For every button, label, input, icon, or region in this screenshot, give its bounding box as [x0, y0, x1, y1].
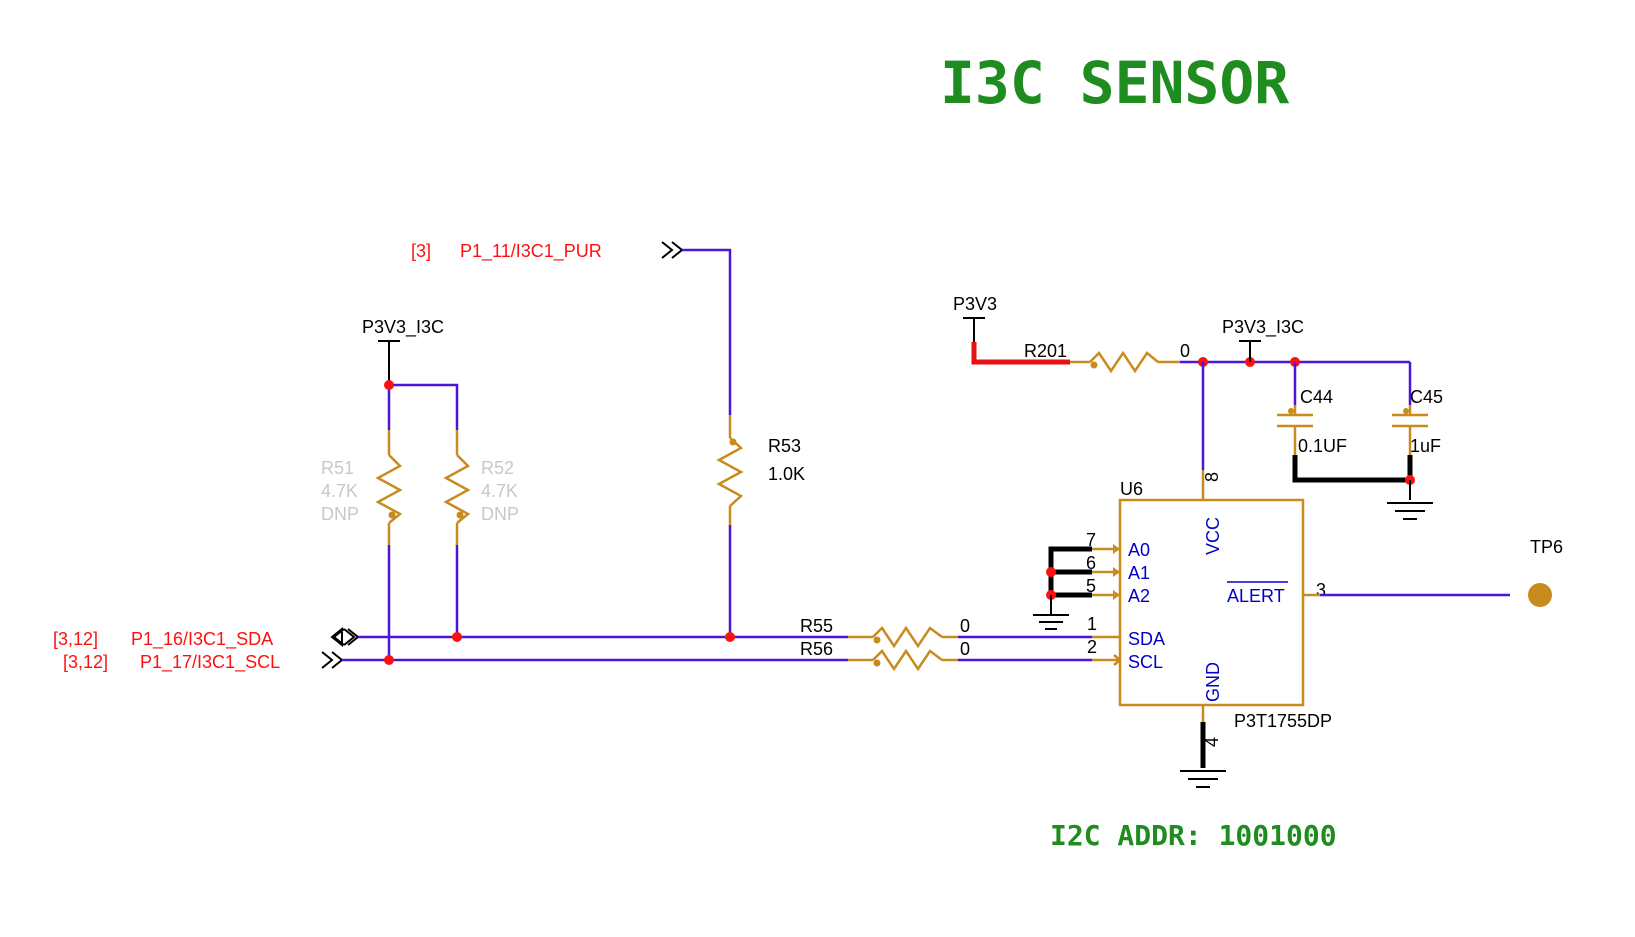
r52-value: 4.7K: [481, 481, 518, 501]
pin-a2-name: A2: [1128, 586, 1150, 606]
p3v3-label: P3V3: [953, 294, 997, 314]
pin-a2-num: 5: [1086, 576, 1096, 596]
r52-dnp: DNP: [481, 504, 519, 524]
scl-net-ref: [3,12]: [63, 652, 108, 672]
resistor-r51-dnp: [375, 430, 403, 545]
sda-bidir-connector-icon: [330, 626, 360, 648]
c45-value: 1uF: [1410, 436, 1441, 456]
ground-icon: [1180, 770, 1226, 788]
p3v3-trace: [971, 342, 1070, 365]
r53-ref: R53: [768, 436, 801, 456]
r201-value: 0: [1180, 341, 1190, 361]
pin-gnd-num: 4: [1202, 737, 1222, 747]
power-port-left-icon: [378, 340, 400, 365]
ic-part: P3T1755DP: [1234, 711, 1332, 731]
c44-ref: C44: [1300, 387, 1333, 407]
sda-net-name: P1_16/I3C1_SDA: [131, 629, 273, 650]
capacitor-c45: [1392, 405, 1428, 455]
pullup-top-wire: [389, 383, 459, 430]
testpoint-tp6-icon: [1528, 583, 1552, 607]
pin-vcc-num: 8: [1202, 472, 1222, 482]
address-pins-ground-tie: [1046, 544, 1120, 615]
pin-alert-num: 3: [1316, 580, 1326, 600]
sda-net-ref: [3,12]: [53, 629, 98, 649]
c45-ref: C45: [1410, 387, 1443, 407]
r53-value: 1.0K: [768, 464, 805, 484]
pur-offpage-connector-icon: [661, 241, 684, 259]
pin-gnd-name: GND: [1203, 662, 1223, 702]
pin-a0-name: A0: [1128, 540, 1150, 560]
r51-dnp: DNP: [321, 504, 359, 524]
r55-value: 0: [960, 616, 970, 636]
resistor-r53: [716, 415, 744, 525]
pin-a1-num: 6: [1086, 553, 1096, 573]
pin-vcc-name: VCC: [1203, 517, 1223, 555]
pin-a1-name: A1: [1128, 563, 1150, 583]
r52-ref: R52: [481, 458, 514, 478]
power-port-right-icon: [1239, 340, 1261, 362]
r56-ref: R56: [800, 639, 833, 659]
p3v3-i3c-left-label: P3V3_I3C: [362, 317, 444, 338]
capacitor-c44: [1277, 405, 1313, 455]
c44-value: 0.1UF: [1298, 436, 1347, 456]
resistor-r52-dnp: [443, 430, 471, 545]
i2c-address-note: I2C ADDR: 1001000: [1050, 819, 1337, 852]
r201-ref: R201: [1024, 341, 1067, 361]
pur-net-ref: [3]: [411, 241, 431, 261]
ground-icon: [1033, 614, 1069, 630]
pin-sda-num: 1: [1087, 614, 1097, 634]
cap-ground-return: [1292, 455, 1413, 483]
tp6-ref: TP6: [1530, 537, 1563, 557]
resistor-r56: [848, 648, 958, 672]
r55-ref: R55: [800, 616, 833, 636]
r51-ref: R51: [321, 458, 354, 478]
r51-value: 4.7K: [321, 481, 358, 501]
page-title: I3C SENSOR: [940, 49, 1289, 117]
scl-offpage-connector-icon: [321, 651, 344, 669]
p3v3-i3c-right-label: P3V3_I3C: [1222, 317, 1304, 338]
ic-u6-body: [1118, 498, 1305, 707]
ground-icon: [1387, 502, 1433, 520]
ic-ref: U6: [1120, 479, 1143, 499]
scl-net-name: P1_17/I3C1_SCL: [140, 652, 280, 673]
pin-scl-name: SCL: [1128, 652, 1163, 672]
pin-alert-name: ALERT: [1227, 586, 1285, 606]
pin-a0-num: 7: [1086, 530, 1096, 550]
power-port-p3v3-icon: [963, 317, 985, 342]
resistor-r201: [1070, 350, 1180, 374]
pur-net-name: P1_11/I3C1_PUR: [460, 241, 602, 262]
resistor-r55: [848, 625, 958, 649]
pur-wire: [682, 248, 732, 415]
pin-scl-num: 2: [1087, 637, 1097, 657]
pin-sda-name: SDA: [1128, 629, 1165, 649]
r56-value: 0: [960, 639, 970, 659]
